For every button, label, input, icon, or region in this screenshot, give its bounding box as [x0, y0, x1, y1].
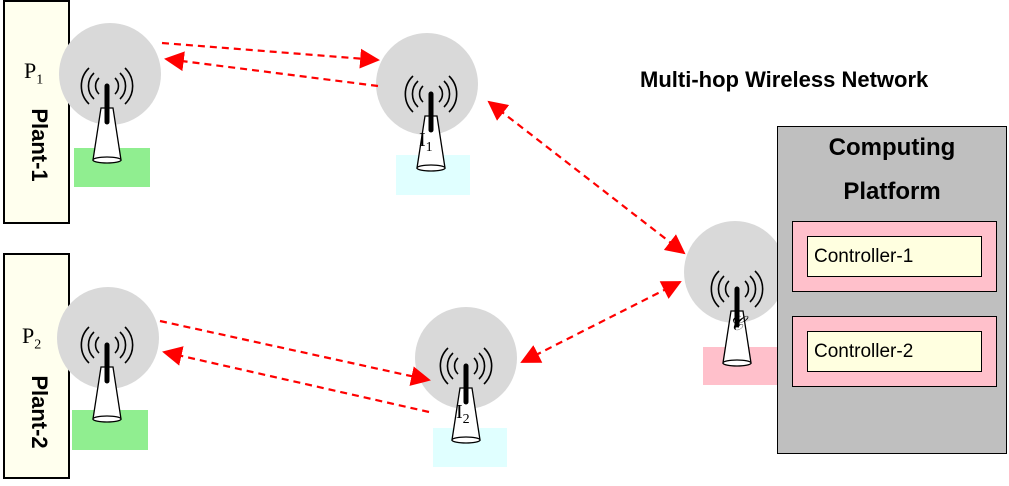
controller-1-box: Controller-1	[792, 221, 997, 292]
intermediate-2-node-index: 2	[462, 412, 470, 427]
intermediate-2-node-letter: I	[456, 401, 463, 423]
controller-2-box: Controller-2	[792, 316, 997, 387]
link-i2-to-p2	[162, 346, 430, 414]
controller-2-label: Controller-2	[807, 331, 982, 372]
computing-platform: Computing Platform Controller-1 Controll…	[777, 126, 1007, 454]
plant-2-box: Plant-2	[3, 253, 70, 479]
plant-2-node-letter: P	[22, 323, 35, 348]
plant-2-node-index: 2	[34, 337, 42, 353]
network-title: Multi-hop Wireless Network	[640, 67, 929, 92]
intermediate-1-node-letter: I	[419, 129, 426, 151]
link-c-i2	[520, 281, 682, 363]
plant-1-box: Plant-1	[3, 0, 70, 224]
controller-node-label: 𝒞	[729, 313, 744, 335]
intermediate-2-node-disc	[415, 307, 517, 409]
link-p1-to-i1	[161, 41, 380, 69]
intermediate-2-node-label: I2	[456, 401, 470, 428]
platform-title-line-1: Computing	[828, 134, 956, 161]
plant-2-node-label: P2	[22, 323, 41, 353]
platform-title-line-2: Platform	[843, 178, 941, 205]
intermediate-1-node-index: 1	[425, 140, 433, 155]
intermediate-1-node-disc	[376, 33, 478, 135]
plant-1-node-label: P1	[24, 58, 43, 88]
plant-1-node-letter: P	[24, 58, 37, 83]
intermediate-1-node-label: I1	[419, 129, 433, 156]
link-p2-to-i2	[159, 319, 431, 386]
link-i1-to-p1	[164, 51, 379, 88]
plant-2-node-disc	[57, 287, 159, 389]
plant-1-node-index: 1	[36, 72, 44, 88]
controller-1-label: Controller-1	[807, 236, 982, 277]
link-i1-c	[487, 100, 686, 255]
